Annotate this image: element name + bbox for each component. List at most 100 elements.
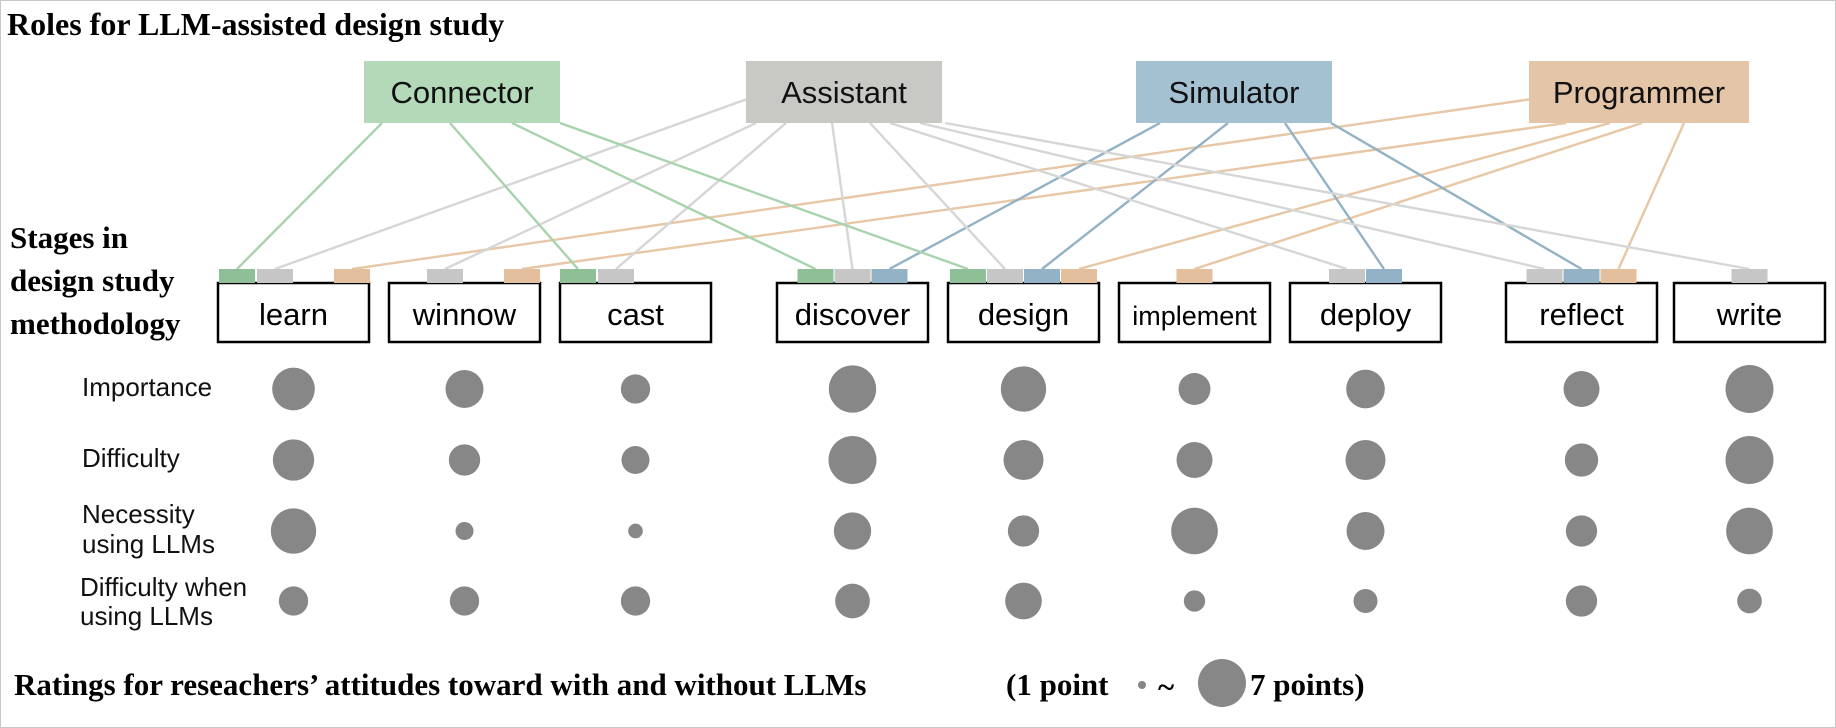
legend-min-dot — [1138, 681, 1146, 689]
rating-dot-importance-write — [1725, 365, 1774, 413]
stages-heading: Stages in design study methodology — [10, 220, 182, 341]
role-marker-design-simulator — [1024, 269, 1060, 283]
metric-label-difficulty-line-1: Difficulty — [82, 443, 180, 473]
rating-dot-difficulty_llm-deploy — [1353, 589, 1378, 613]
connection-simulator-deploy — [1284, 122, 1385, 270]
role-marker-learn-connector — [219, 269, 255, 283]
role-marker-reflect-assistant — [1526, 269, 1563, 283]
rating-dot-difficulty-implement — [1176, 442, 1213, 478]
rating-dot-necessity-discover — [833, 512, 872, 550]
rating-dot-difficulty_llm-learn — [278, 586, 309, 616]
rating-dot-necessity-learn — [270, 508, 317, 554]
rating-dot-difficulty-learn — [272, 439, 315, 481]
stage-box-learn — [216, 281, 371, 344]
connection-assistant-learn — [274, 98, 747, 271]
role-marker-deploy-assistant — [1329, 269, 1365, 283]
role-box-simulator — [1136, 61, 1332, 123]
legend-max-label: 7 points) — [1250, 667, 1365, 702]
role-marker-cast-assistant — [598, 269, 634, 283]
connection-connector-design — [559, 121, 969, 271]
role-marker-implement-programmer — [1176, 269, 1213, 283]
rating-dot-necessity-design — [1007, 515, 1040, 547]
rating-dot-difficulty_llm-implement — [1183, 590, 1206, 612]
legend-caption: Ratings for reseachers’ attitudes toward… — [14, 667, 867, 702]
connection-programmer-reflect — [1617, 122, 1686, 270]
stage-label-cast: cast — [607, 297, 664, 332]
stage-label-learn: learn — [259, 297, 328, 332]
diagram-title: Roles for LLM-assisted design study — [7, 6, 504, 42]
rating-dot-necessity-write — [1726, 507, 1773, 555]
connection-programmer-winnow — [521, 121, 1567, 271]
stage-label-design: design — [978, 297, 1069, 332]
rating-dot-necessity-deploy — [1346, 512, 1385, 550]
stage-label-winnow: winnow — [412, 297, 517, 332]
legend-max-dot — [1198, 659, 1246, 707]
role-label-programmer: Programmer — [1553, 75, 1725, 110]
connection-connector-discover — [511, 121, 817, 271]
stage-box-implement — [1117, 281, 1272, 344]
metric-label-difficulty_llm-line-1: Difficulty when — [80, 572, 247, 602]
role-marker-learn-assistant — [257, 269, 293, 283]
size-legend: Ratings for reseachers’ attitudes toward… — [14, 659, 1365, 707]
stage-box-write — [1672, 281, 1827, 344]
rating-dot-necessity-reflect — [1565, 515, 1598, 547]
connection-assistant-design — [869, 122, 1006, 270]
connection-connector-cast — [449, 122, 579, 270]
rating-dot-necessity-winnow — [455, 522, 474, 540]
rating-dot-difficulty-reflect — [1564, 443, 1599, 477]
rating-dot-importance-reflect — [1563, 371, 1600, 407]
connection-simulator-design — [1041, 122, 1229, 270]
rating-dot-necessity-cast — [628, 523, 643, 539]
rating-dot-difficulty-cast — [621, 446, 650, 474]
rating-dot-necessity-implement — [1171, 507, 1218, 555]
rating-dot-importance-learn — [272, 367, 315, 411]
role-marker-discover-assistant — [834, 269, 871, 283]
connection-assistant-discover — [830, 122, 854, 270]
rating-dot-difficulty-deploy — [1345, 440, 1386, 480]
stages-heading-line-2: design study — [10, 263, 175, 298]
rating-dot-difficulty_llm-write — [1737, 588, 1762, 614]
role-markers — [219, 269, 1768, 283]
connection-programmer-learn — [351, 98, 1530, 271]
stage-box-deploy — [1288, 281, 1443, 344]
role-marker-deploy-simulator — [1366, 269, 1402, 283]
stage-label-reflect: reflect — [1539, 297, 1624, 332]
legend-min-label: (1 point — [1006, 667, 1109, 702]
legend-tilde: ~ — [1158, 669, 1174, 704]
role-label-connector: Connector — [390, 75, 533, 110]
connection-assistant-cast — [615, 122, 787, 270]
stage-box-discover — [775, 281, 930, 344]
rating-dot-difficulty_llm-winnow — [449, 586, 480, 616]
stage-label-discover: discover — [795, 297, 910, 332]
connection-assistant-reflect — [919, 121, 1545, 271]
rating-dot-difficulty_llm-discover — [835, 583, 870, 619]
role-marker-design-connector — [950, 269, 986, 283]
role-marker-learn-programmer — [334, 269, 370, 283]
role-marker-winnow-programmer — [504, 269, 540, 283]
metric-label-importance: Importance — [82, 372, 212, 402]
stage-box-winnow — [387, 281, 542, 344]
metric-label-importance-line-1: Importance — [82, 372, 212, 402]
metric-label-difficulty: Difficulty — [82, 443, 180, 473]
role-marker-discover-connector — [797, 269, 834, 283]
connection-lines — [236, 98, 1750, 271]
rating-dot-importance-deploy — [1346, 369, 1385, 409]
role-marker-cast-connector — [560, 269, 596, 283]
stages-heading-line-3: methodology — [10, 306, 181, 341]
metric-label-difficulty_llm-line-2: using LLMs — [80, 601, 213, 631]
stages-heading-line-1: Stages in — [10, 220, 128, 255]
rating-dot-difficulty-winnow — [448, 444, 481, 476]
rating-dot-difficulty-discover — [828, 436, 877, 484]
role-box-connector — [364, 61, 560, 123]
connection-simulator-discover — [888, 121, 1161, 271]
rating-dot-difficulty_llm-reflect — [1565, 585, 1598, 617]
stage-box-cast — [558, 281, 713, 344]
stage-label-write: write — [1716, 297, 1782, 332]
connection-assistant-write — [944, 121, 1750, 271]
role-label-assistant: Assistant — [781, 75, 907, 110]
